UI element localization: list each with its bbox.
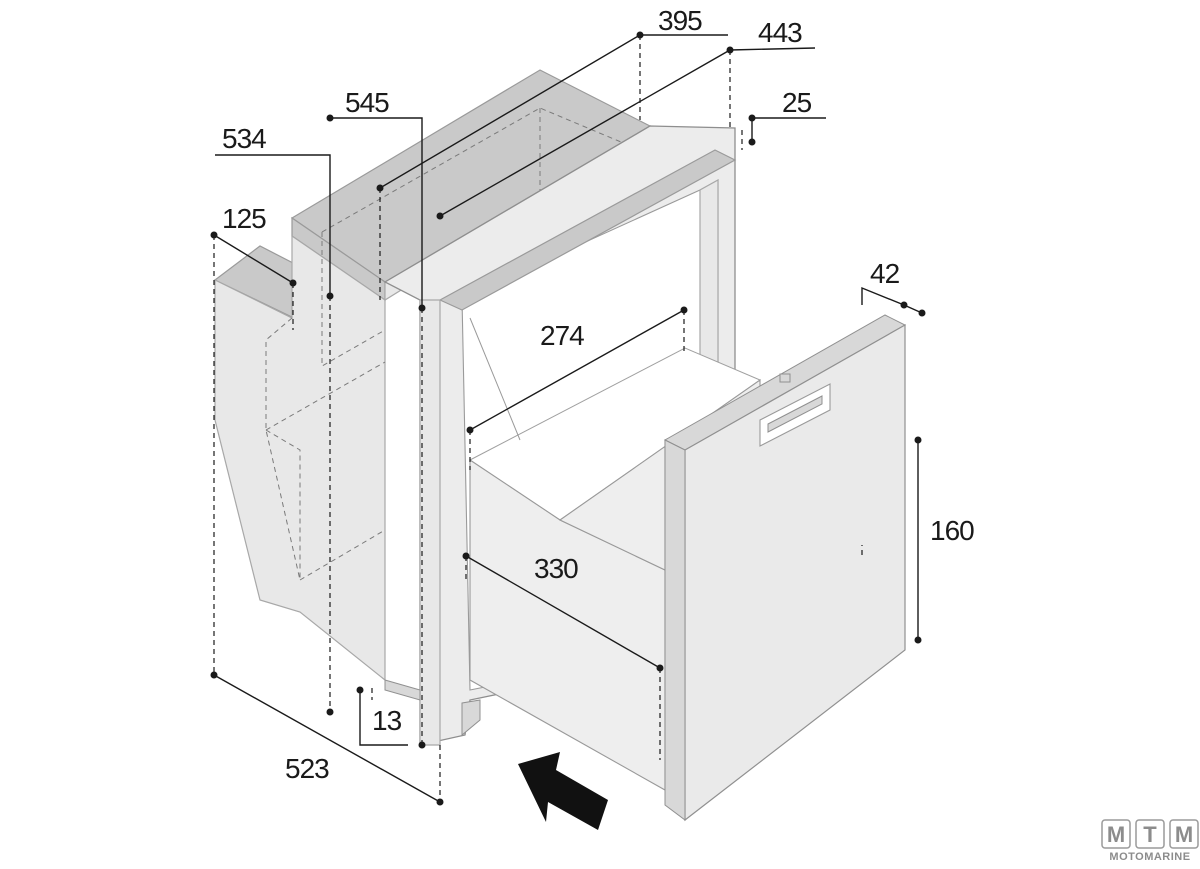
drawer (469, 317, 762, 791)
insertion-arrow-icon (518, 752, 608, 830)
dim-dot (914, 436, 922, 444)
drawer-slide-line (469, 317, 521, 441)
dim-line-13 (359, 690, 408, 746)
dim-dot (636, 31, 644, 39)
dim-dot (210, 231, 218, 239)
dim-dot (656, 664, 664, 672)
dim-dot (376, 184, 384, 192)
dim-dot (918, 309, 926, 317)
logo-letter-t: T (1143, 822, 1157, 847)
door-latch (779, 373, 791, 383)
dim-line-534 (215, 154, 331, 296)
frame-bottom-lip (384, 679, 421, 701)
dim-dot (418, 304, 426, 312)
hidden-edge (321, 107, 641, 233)
dim-dot (436, 798, 444, 806)
dim-label-534: 534 (222, 123, 266, 154)
dim-label-13: 13 (372, 705, 402, 736)
dim-dot (326, 708, 334, 716)
dim-label-274: 274 (540, 320, 584, 351)
dim-line-545 (330, 117, 423, 308)
dim-label-42: 42 (870, 258, 900, 289)
dim-label-25: 25 (782, 87, 812, 118)
dim-label-523: 523 (285, 753, 329, 784)
frame-left-jamb (419, 299, 441, 746)
dimension-dots (210, 31, 926, 806)
door-handle-grip (767, 395, 823, 433)
dim-label-330: 330 (534, 553, 578, 584)
dim-label-443: 443 (758, 17, 802, 48)
mtm-logo: M T M MOTOMARINE (1101, 819, 1199, 863)
dim-line-42 (861, 286, 923, 314)
dim-dot (356, 686, 364, 694)
dim-line-125 (213, 234, 294, 284)
dim-label-395: 395 (658, 5, 702, 36)
dim-dot (210, 671, 218, 679)
dim-label-160: 160 (930, 515, 974, 546)
dim-dot (680, 306, 688, 314)
dim-dot (326, 292, 334, 300)
dim-dot (289, 279, 297, 287)
hidden-edge (265, 361, 386, 431)
logo-box-m2 (1169, 819, 1199, 849)
dimension-labels: 395 443 25 545 534 125 274 42 160 330 13… (222, 5, 975, 784)
dim-line-523 (213, 674, 441, 803)
hidden-edge (265, 317, 301, 581)
dim-dot (748, 138, 756, 146)
logo-subtitle: MOTOMARINE (1109, 851, 1190, 863)
dim-dot (900, 301, 908, 309)
logo-letter-m1: M (1107, 822, 1125, 847)
hidden-edge (321, 232, 386, 367)
dim-dot (466, 426, 474, 434)
dim-line-25 (751, 117, 826, 142)
logo-box-t (1135, 819, 1165, 849)
dim-dot (436, 212, 444, 220)
logo-letter-m2: M (1175, 822, 1193, 847)
door-panel (663, 314, 907, 822)
dim-dot (748, 114, 756, 122)
frame-foot (461, 699, 481, 737)
dim-line-330 (465, 555, 661, 669)
hidden-edge (299, 529, 386, 581)
dim-dot (326, 114, 334, 122)
frame-top-bevel (438, 149, 737, 311)
hidden-edge (265, 429, 301, 580)
door-side-edge (664, 439, 686, 821)
dim-line-274 (469, 309, 685, 431)
logo-box-m1 (1101, 819, 1131, 849)
dim-label-545: 545 (345, 87, 389, 118)
dim-dot (462, 552, 470, 560)
dim-dot (418, 741, 426, 749)
dim-dot (914, 636, 922, 644)
dim-dot (726, 46, 734, 54)
dim-label-125: 125 (222, 203, 266, 234)
